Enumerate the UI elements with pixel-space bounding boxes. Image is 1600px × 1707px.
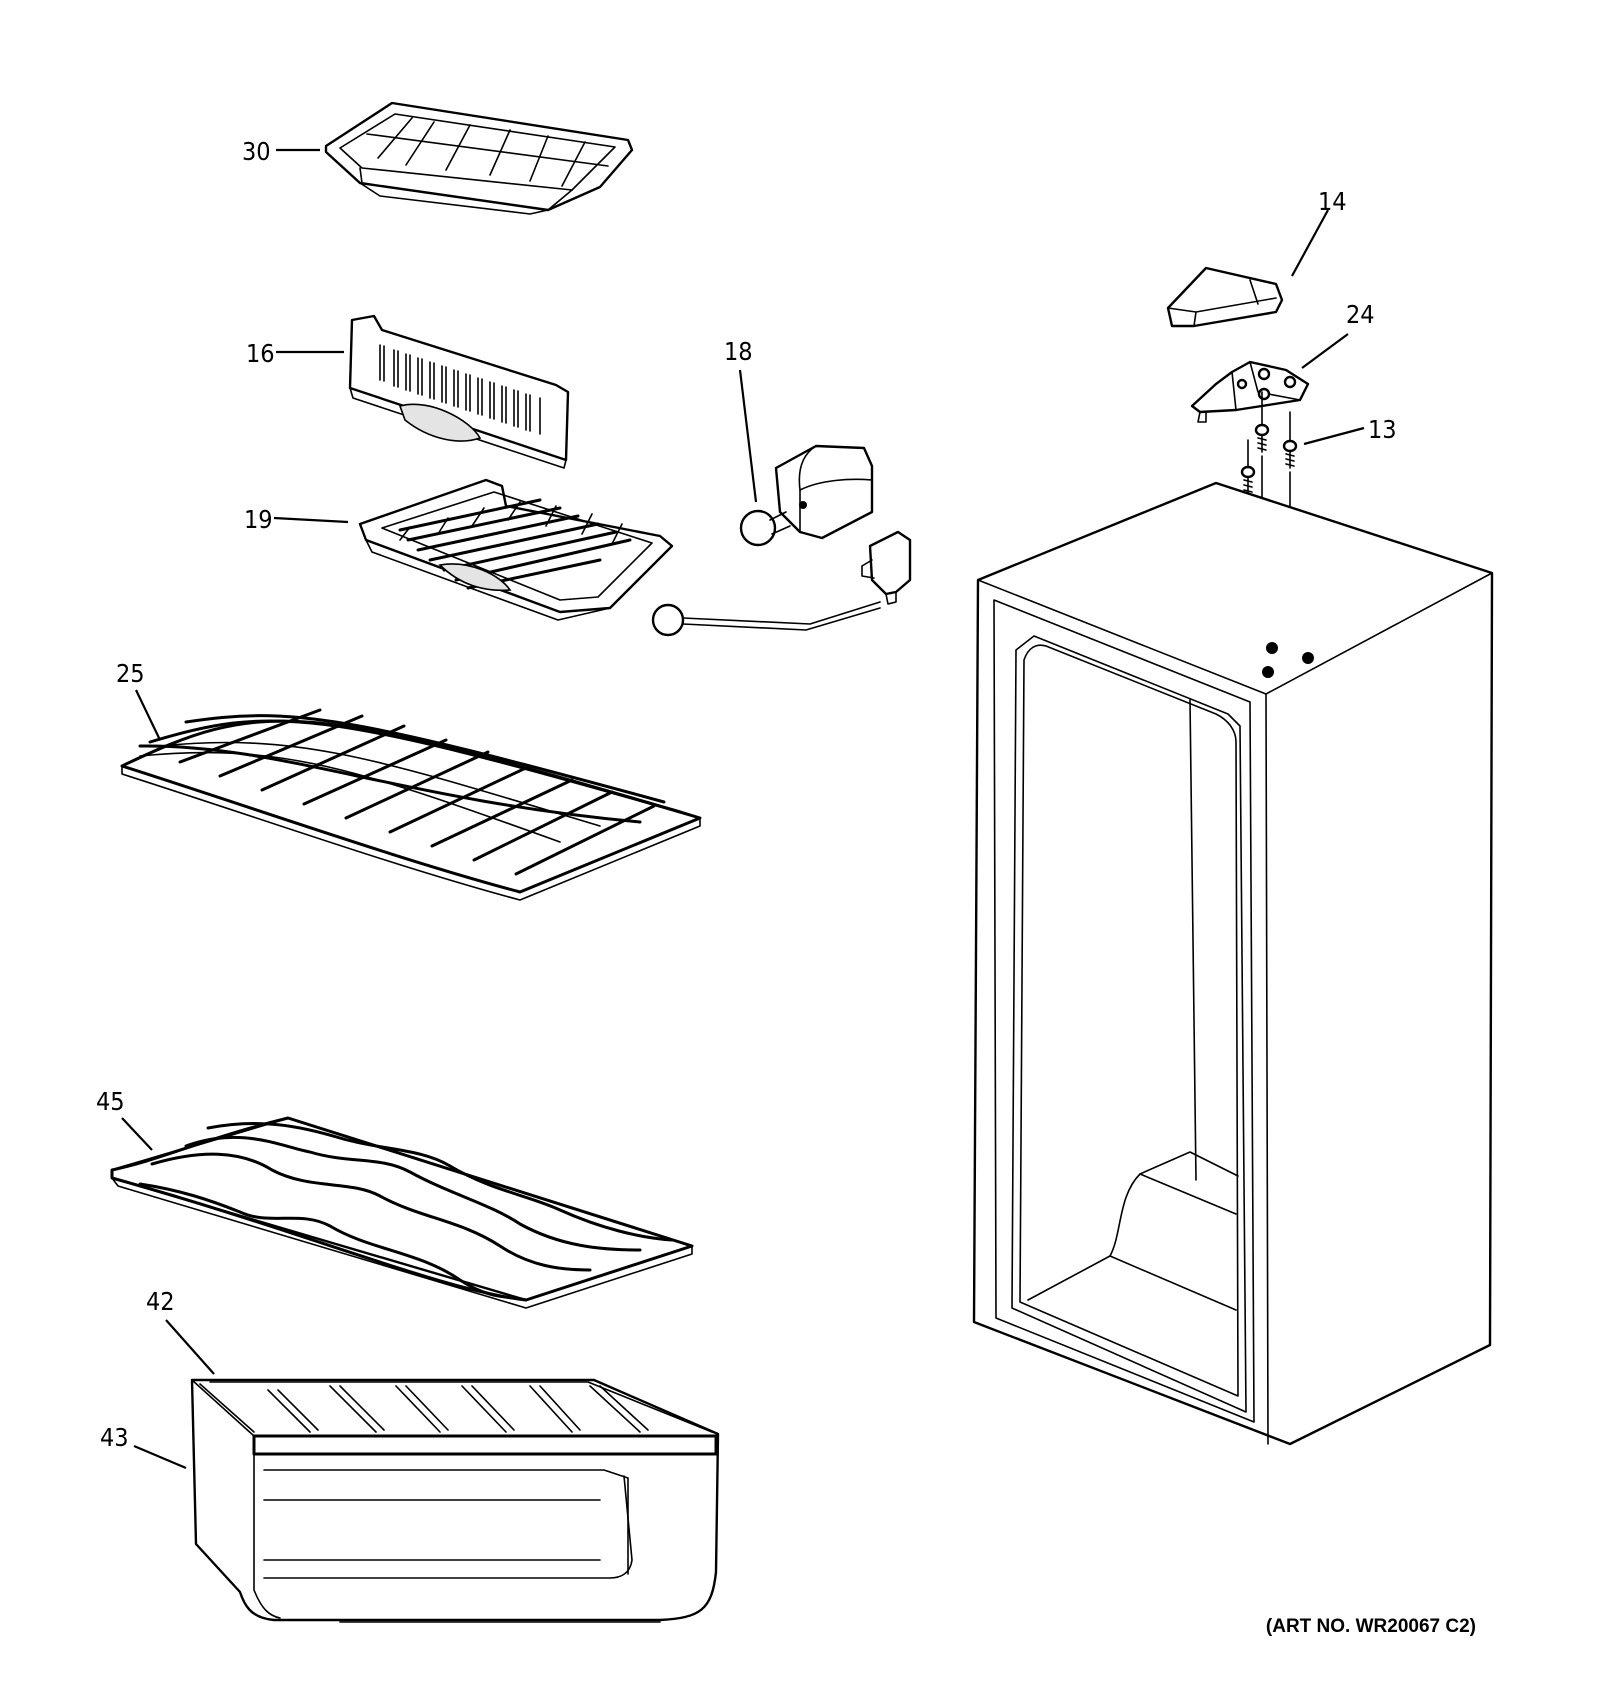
hinge xyxy=(1190,360,1310,423)
drawer-cover-ribs xyxy=(267,1385,649,1433)
art-number: (ART NO. WR20067 C2) xyxy=(1266,1616,1476,1637)
wire-shelf xyxy=(120,708,702,901)
leader-lines xyxy=(121,148,1365,1470)
callout-45: 45 xyxy=(96,1087,125,1116)
callout-24: 24 xyxy=(1346,300,1375,329)
callout-18: 18 xyxy=(724,337,753,366)
refrigerator-cabinet xyxy=(972,481,1494,1446)
ice-tray xyxy=(324,101,634,215)
grille-panel xyxy=(348,314,570,469)
callout-42: 42 xyxy=(146,1287,175,1316)
callout-14: 14 xyxy=(1318,187,1347,216)
callout-30: 30 xyxy=(242,137,271,166)
screw-c xyxy=(1240,465,1256,495)
callout-25: 25 xyxy=(116,659,145,688)
callout-13: 13 xyxy=(1368,415,1397,444)
thermostat-control xyxy=(651,444,912,637)
screw-a xyxy=(1254,423,1270,453)
evaporator-tray xyxy=(358,478,674,621)
wine-rack xyxy=(110,1116,694,1309)
callout-labels: 30 16 19 18 14 24 13 25 45 42 43 xyxy=(96,137,1397,1452)
callout-19: 19 xyxy=(244,505,273,534)
hinge-cover xyxy=(1166,266,1284,328)
crisper-drawer xyxy=(190,1378,720,1623)
grille-slots xyxy=(379,344,541,435)
callout-16: 16 xyxy=(246,339,275,368)
screw-b xyxy=(1282,439,1298,469)
callout-43: 43 xyxy=(100,1423,129,1452)
